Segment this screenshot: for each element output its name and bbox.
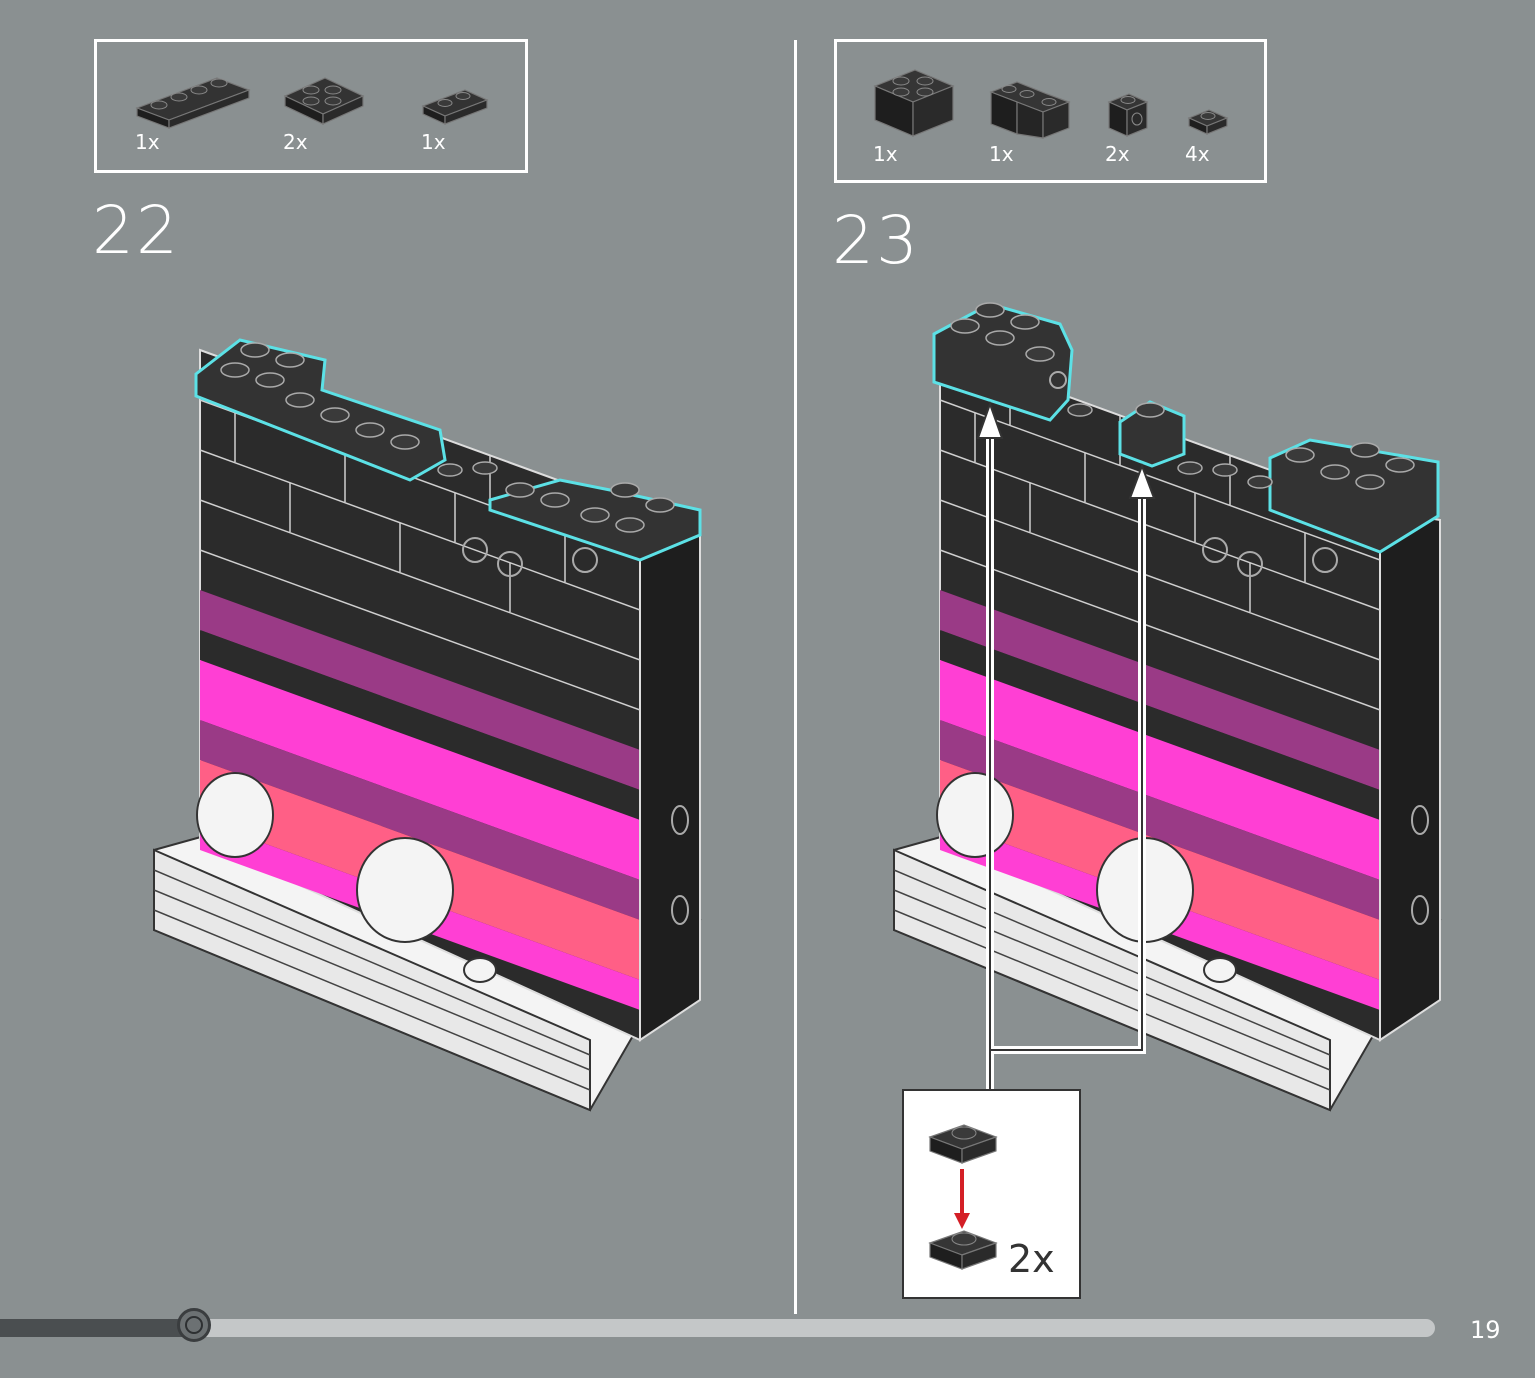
- step-number: 23: [832, 202, 920, 279]
- plate-1x1-stack-icon: [928, 1124, 998, 1270]
- progress-handle[interactable]: [177, 1308, 211, 1342]
- page-number: 19: [1470, 1316, 1501, 1344]
- parts-list-step-22: 1x 2x 1x: [94, 39, 528, 173]
- qty-label: 2x: [283, 130, 308, 154]
- wall-model-step-23: [893, 302, 1442, 1112]
- plate-2x2-icon: [283, 77, 365, 125]
- qty-label: 1x: [873, 142, 898, 166]
- step-number: 22: [92, 192, 180, 269]
- qty-label: 1x: [135, 130, 160, 154]
- sub-assembly-callout: 2x: [902, 1089, 1081, 1299]
- wall-model-step-22: [153, 338, 702, 1112]
- progress-fill: [0, 1319, 194, 1337]
- plate-1x1-icon: [1187, 109, 1229, 135]
- qty-label: 1x: [989, 142, 1014, 166]
- callout-qty-label: 2x: [1008, 1237, 1055, 1281]
- qty-label: 4x: [1185, 142, 1210, 166]
- plate-1x2-icon: [421, 89, 489, 125]
- brick-corner-icon: [989, 81, 1071, 139]
- plate-1x4-icon: [135, 77, 251, 129]
- qty-label: 1x: [421, 130, 446, 154]
- parts-list-step-23: 1x 1x 2x 4x: [834, 39, 1267, 183]
- brick-1x1-side-stud-icon: [1107, 93, 1149, 137]
- qty-label: 2x: [1105, 142, 1130, 166]
- progress-track[interactable]: [0, 1319, 1435, 1337]
- brick-2x2-icon: [873, 69, 955, 137]
- page-divider: [794, 40, 797, 1314]
